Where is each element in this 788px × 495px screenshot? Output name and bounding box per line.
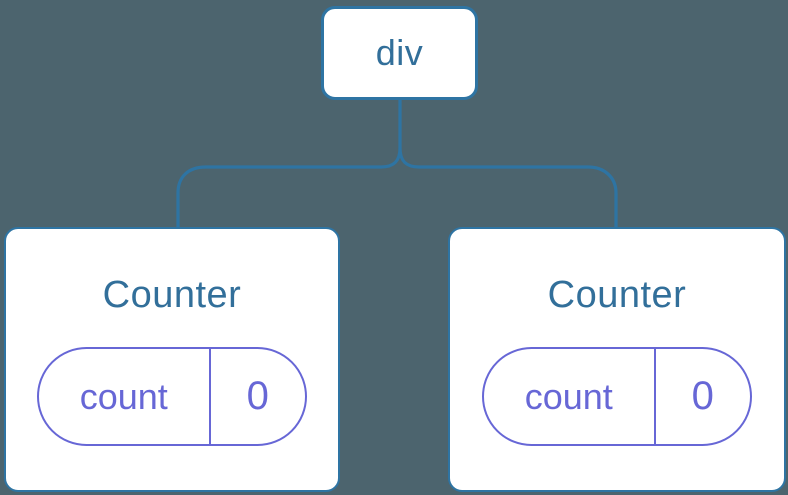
state-value: 0 bbox=[691, 374, 714, 418]
counter-node-left: Counter count 0 bbox=[4, 227, 340, 492]
state-value: 0 bbox=[246, 374, 269, 418]
component-title: Counter bbox=[102, 274, 242, 316]
component-title: Counter bbox=[547, 274, 687, 316]
counter-node-right: Counter count 0 bbox=[448, 227, 786, 492]
root-node-div: div bbox=[321, 6, 478, 100]
state-key-label: count bbox=[484, 349, 656, 444]
state-pill: count 0 bbox=[482, 347, 752, 446]
state-pill: count 0 bbox=[37, 347, 307, 446]
connector-branch-left bbox=[176, 147, 402, 228]
state-key-label: count bbox=[39, 349, 211, 444]
connector-branch-right bbox=[398, 147, 618, 228]
root-node-label: div bbox=[375, 32, 424, 73]
